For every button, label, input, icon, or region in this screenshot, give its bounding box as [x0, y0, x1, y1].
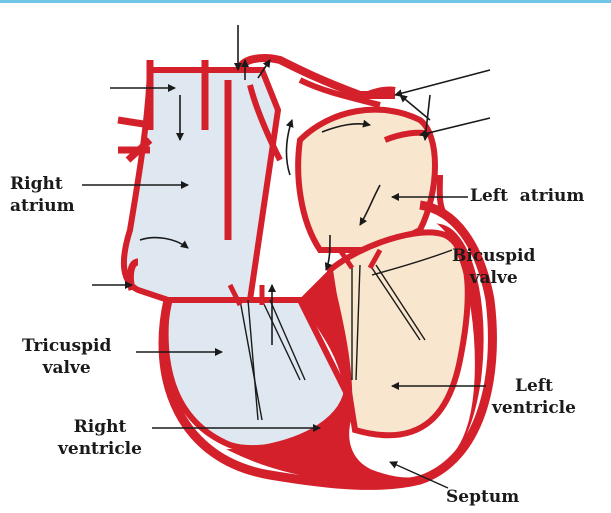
label-left-ventricle: Left ventricle: [492, 375, 576, 419]
label-bicuspid-line1: Bicuspid: [452, 245, 535, 267]
label-tricuspid-valve: Tricuspid valve: [22, 335, 111, 379]
label-tricuspid-line1: Tricuspid: [22, 335, 111, 357]
label-tricuspid-line2: valve: [22, 357, 111, 379]
label-right-ventricle-line2: ventricle: [58, 438, 142, 460]
label-right-atrium-line2: atrium: [10, 195, 75, 217]
label-right-atrium: Right atrium: [10, 173, 75, 217]
label-right-ventricle: Right ventricle: [58, 416, 142, 460]
label-bicuspid-valve: Bicuspid valve: [452, 245, 535, 289]
label-left-atrium: Left atrium: [470, 185, 584, 207]
label-septum-text: Septum: [446, 486, 519, 508]
label-left-ventricle-line1: Left: [492, 375, 576, 397]
label-right-ventricle-line1: Right: [58, 416, 142, 438]
label-left-atrium-text: Left atrium: [470, 185, 584, 207]
label-left-ventricle-line2: ventricle: [492, 397, 576, 419]
label-bicuspid-line2: valve: [452, 267, 535, 289]
label-right-atrium-line1: Right: [10, 173, 75, 195]
label-septum: Septum: [446, 486, 519, 508]
